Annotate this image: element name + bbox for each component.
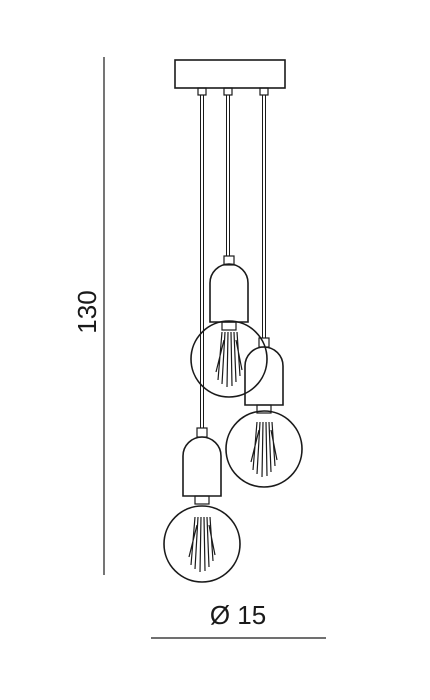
diameter-dimension: Ø 15 (151, 600, 326, 639)
cable-clamp (223, 255, 235, 266)
pendant-top (190, 255, 268, 398)
cable-grip-left (197, 87, 207, 96)
bulb-globe (225, 410, 303, 488)
socket-neck (221, 321, 237, 331)
pendant-right (225, 337, 303, 488)
bulb-globe (163, 505, 241, 583)
bulb-filament (188, 516, 216, 573)
cable-grip-middle (223, 87, 233, 96)
cables (200, 95, 266, 428)
cable-clamp (258, 337, 270, 348)
cable-clamp (196, 427, 208, 438)
bulb-filament (250, 421, 278, 478)
diameter-dimension-label: Ø 15 (210, 600, 266, 630)
height-dimension: 130 (72, 57, 105, 575)
lamp-socket (244, 346, 284, 406)
bulb-globe (190, 320, 268, 398)
lamp-socket (182, 436, 222, 497)
lamp-socket (209, 263, 249, 323)
canopy-plate (174, 59, 286, 89)
pendant-bottom (163, 427, 241, 583)
socket-neck (256, 404, 272, 414)
socket-neck (194, 495, 210, 505)
ceiling-canopy (174, 59, 286, 96)
height-dimension-label: 130 (72, 290, 102, 333)
bulb-filament (215, 331, 243, 388)
cable-grip-right (259, 87, 269, 96)
